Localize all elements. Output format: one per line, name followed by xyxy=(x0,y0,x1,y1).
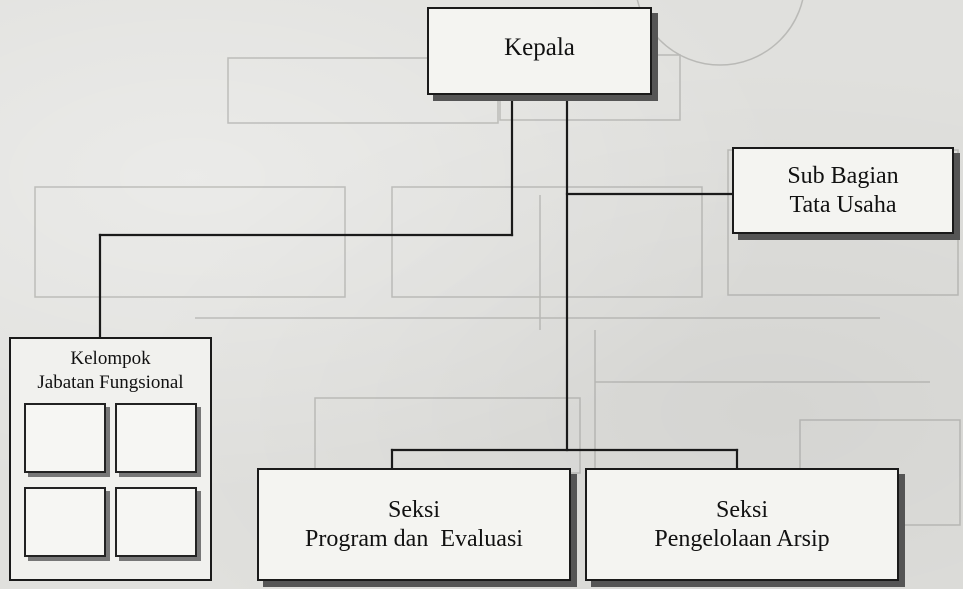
node-kepala: Kepala xyxy=(427,7,652,95)
fungsional-subbox-2 xyxy=(115,403,197,473)
node-seksi-arsip-line2: Pengelolaan Arsip xyxy=(654,525,830,552)
node-kelompok-line1: Kelompok xyxy=(70,348,151,369)
node-kelompok-jabatan-fungsional: Kelompok Jabatan Fungsional xyxy=(9,337,212,581)
node-kelompok-line2: Jabatan Fungsional xyxy=(37,371,184,393)
node-seksi-program-line2: Program dan Evaluasi xyxy=(305,525,523,552)
node-seksi-pengelolaan-arsip: Seksi Pengelolaan Arsip xyxy=(585,468,899,581)
node-seksi-arsip-line1: Seksi xyxy=(715,496,768,523)
node-sub-bagian-line1: Sub Bagian xyxy=(787,162,899,189)
fungsional-subbox-1 xyxy=(24,403,106,473)
node-seksi-program-line1: Seksi xyxy=(387,496,440,523)
node-kepala-label: Kepala xyxy=(504,34,575,61)
fungsional-subbox-4 xyxy=(115,487,197,557)
node-sub-bagian-tata-usaha: Sub Bagian Tata Usaha xyxy=(732,147,954,234)
node-sub-bagian-line2: Tata Usaha xyxy=(789,191,897,218)
node-kelompok-title: Kelompok Jabatan Fungsional xyxy=(11,347,210,395)
node-seksi-program-evaluasi: Seksi Program dan Evaluasi xyxy=(257,468,571,581)
fungsional-subbox-3 xyxy=(24,487,106,557)
